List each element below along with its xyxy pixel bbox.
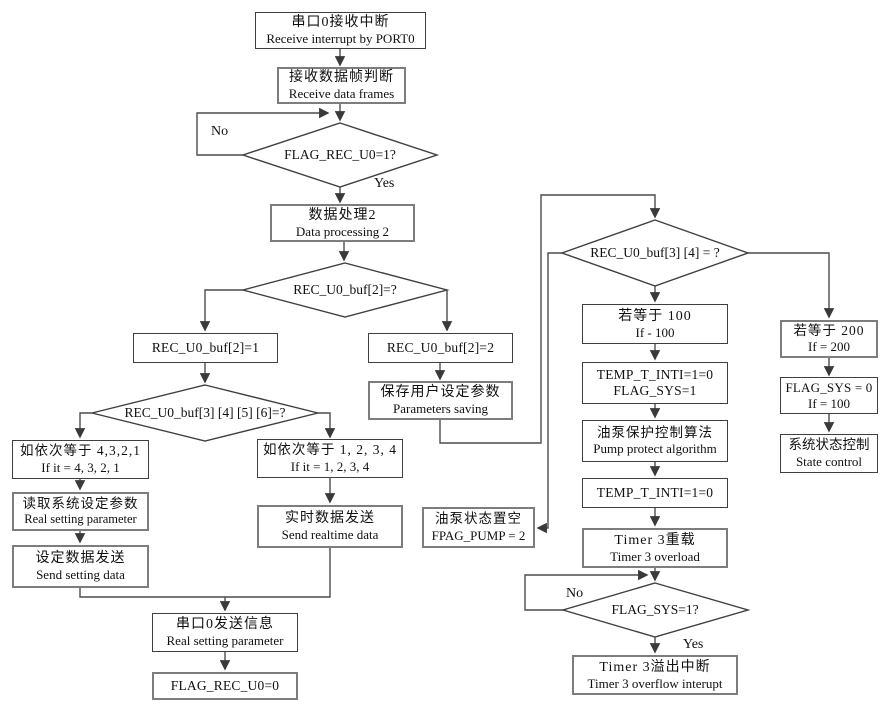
node-line: 数据处理2 [308,207,377,223]
node-line: REC_U0_buf[2]=2 [386,339,495,355]
node-line: If = 200 [808,339,850,355]
node-pump-state-clear: 油泵状态置空 FPAG_PUMP = 2 [422,507,535,548]
decision-flag-sys-shape [560,582,751,638]
node-temp-t-inti-flag: TEMP_T_INTI=1=0 FLAG_SYS=1 [582,362,728,404]
node-line: 读取系统设定参数 [22,495,139,511]
node-if-200: 若等于 200 If = 200 [780,320,878,358]
node-line: Parameters saving [393,401,488,417]
node-receive-frames: 接收数据帧判断 Receive data frames [277,67,406,104]
decision-rec-u0-buf34-shape [559,219,751,287]
node-line: REC_U0_buf[2]=1 [151,339,260,355]
node-line: 设定数据发送 [35,551,126,567]
node-line: If = 100 [808,395,850,411]
edge-buf2-left [199,289,243,332]
node-line: 实时数据发送 [285,511,375,527]
node-line: 油泵保护控制算法 [597,424,713,440]
edge-buf3456-left [74,412,92,439]
edge-buf34-left-to-pumpclear [536,252,562,534]
decision-rec-u0-buf34-label: REC_U0_buf[3] [4] = ? [590,245,720,260]
node-line: Data processing 2 [295,223,390,239]
node-line: If it = 1, 2, 3, 4 [290,458,370,474]
node-line: TEMP_T_INTI=1=0 [596,366,714,382]
node-pump-protect: 油泵保护控制算法 Pump protect algorithm [582,420,728,462]
node-send-setting-data: 设定数据发送 Send setting data [12,545,149,588]
edge-saving-to-buf34 [439,194,661,444]
node-rec-u0-buf2-eq1: REC_U0_buf[2]=1 [133,333,278,363]
node-line: FLAG_SYS = 0 [785,379,873,395]
node-line: 串口0接收中断 [291,15,390,31]
node-if-100: 若等于 100 If - 100 [582,304,728,344]
node-line: Timer 3溢出中断 [599,659,711,675]
node-line: 保存用户设定参数 [380,385,501,401]
node-send-realtime-data: 实时数据发送 Send realtime data [257,505,403,548]
edge-label-yes-flagrec: Yes [374,176,395,191]
node-line: Send setting data [36,567,125,583]
node-receive-interrupt: 串口0接收中断 Receive interrupt by PORT0 [255,12,426,49]
node-line: 系统状态控制 [788,437,870,453]
edge-flagrec-no-loop [196,107,330,156]
node-state-control: 系统状态控制 State control [780,434,878,473]
node-line: State control [795,453,863,469]
edge-buf3456-right [318,412,336,439]
node-parameters-saving: 保存用户设定参数 Parameters saving [368,381,513,420]
node-line: Timer 3重载 [614,532,696,548]
node-line: Receive interrupt by PORT0 [266,31,415,47]
node-line: FLAG_REC_U0=0 [170,677,280,693]
decision-flag-rec-u0-label: FLAG_REC_U0=1? [284,147,396,162]
decision-rec-u0-buf2-shape [240,262,450,318]
node-line: Real setting parameter [166,633,284,649]
node-rec-u0-buf2-eq2: REC_U0_buf[2]=2 [368,333,513,363]
decision-flag-rec-u0-shape [240,122,440,188]
decision-rec-u0-buf3456-label: REC_U0_buf[3] [4] [5] [6]=? [124,405,286,420]
node-if-4321: 如依次等于 4,3,2,1 If it = 4, 3, 2, 1 [12,440,149,479]
node-temp-t-inti2: TEMP_T_INTI=1=0 [582,478,728,508]
node-line: Send realtime data [281,527,379,543]
decision-flag-sys-label: FLAG_SYS=1? [611,602,699,617]
node-line: 接收数据帧判断 [289,70,394,86]
edge-label-no-flagsys: No [566,586,584,601]
node-line: Timer 3 overflow interupt [587,675,723,691]
decision-rec-u0-buf3456-shape [91,384,319,442]
edge-merge-bottom [79,548,331,598]
node-line: FLAG_SYS=1 [613,383,697,398]
node-line: 若等于 100 [618,308,692,324]
node-line: TEMP_T_INTI=1=0 [596,484,714,500]
node-if-1234: 如依次等于 1, 2, 3, 4 If it = 1, 2, 3, 4 [257,439,403,478]
node-line: Real setting parameter [24,512,137,527]
node-line: Pump protect algorithm [593,441,717,457]
edge-flagsys-no-loop [524,569,649,611]
edge-label-yes-flagsys: Yes [683,637,704,652]
node-flag-rec-u0-0: FLAG_REC_U0=0 [152,672,298,700]
node-line: 油泵状态置空 [435,511,522,527]
node-line: If - 100 [635,324,675,340]
node-line: Receive data frames [288,86,395,102]
edge-label-no-flagrec: No [211,124,229,139]
node-line: Timer 3 overload [610,548,700,564]
node-read-system-params: 读取系统设定参数 Real setting parameter [12,492,149,531]
node-data-processing2: 数据处理2 Data processing 2 [270,204,415,242]
node-line: FPAG_PUMP = 2 [431,527,526,543]
node-line: 如依次等于 1, 2, 3, 4 [262,442,398,458]
node-port0-send-info: 串口0发送信息 Real setting parameter [152,613,298,652]
node-timer3-reload: Timer 3重载 Timer 3 overload [582,528,728,568]
edge-buf34-right-to-if200 [748,252,835,319]
node-line: 如依次等于 4,3,2,1 [20,443,141,459]
node-flag-sys-0: FLAG_SYS = 0 If = 100 [780,377,878,414]
node-timer3-overflow: Timer 3溢出中断 Timer 3 overflow interupt [572,655,738,695]
node-line: 若等于 200 [793,322,865,338]
node-line: 串口0发送信息 [176,617,274,633]
decision-rec-u0-buf2-label: REC_U0_buf[2]=? [293,282,397,297]
node-line: If it = 4, 3, 2, 1 [41,459,120,475]
